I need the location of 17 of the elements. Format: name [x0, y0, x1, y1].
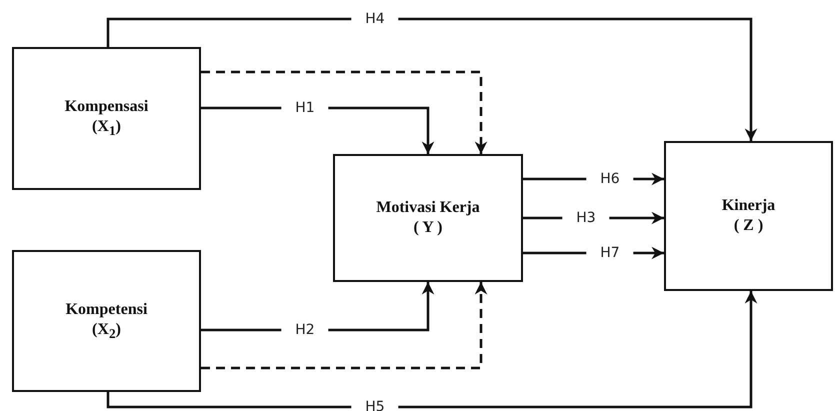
concept-name: Kinerja	[722, 196, 776, 216]
variable-symbol: ( Z )	[734, 216, 764, 236]
concept-box	[664, 141, 833, 291]
concept-box	[333, 154, 523, 282]
concept-name: Kompetensi	[66, 300, 148, 320]
variable-symbol: (X$_{2}$)	[92, 320, 121, 342]
variable-symbol: ( Y )	[413, 218, 443, 238]
dashed-arrow	[201, 70, 488, 154]
concept-name: Motivasi Kerja	[376, 198, 480, 218]
edge-label: H5	[351, 398, 399, 411]
concept-box	[12, 250, 201, 392]
concept-box	[12, 47, 201, 190]
arrow	[106, 291, 758, 408]
concept-name: Kompensasi	[64, 97, 148, 118]
variable-symbol: (X$_{1}$)	[92, 117, 121, 140]
arrow	[106, 18, 758, 141]
dashed-arrow	[201, 282, 488, 370]
